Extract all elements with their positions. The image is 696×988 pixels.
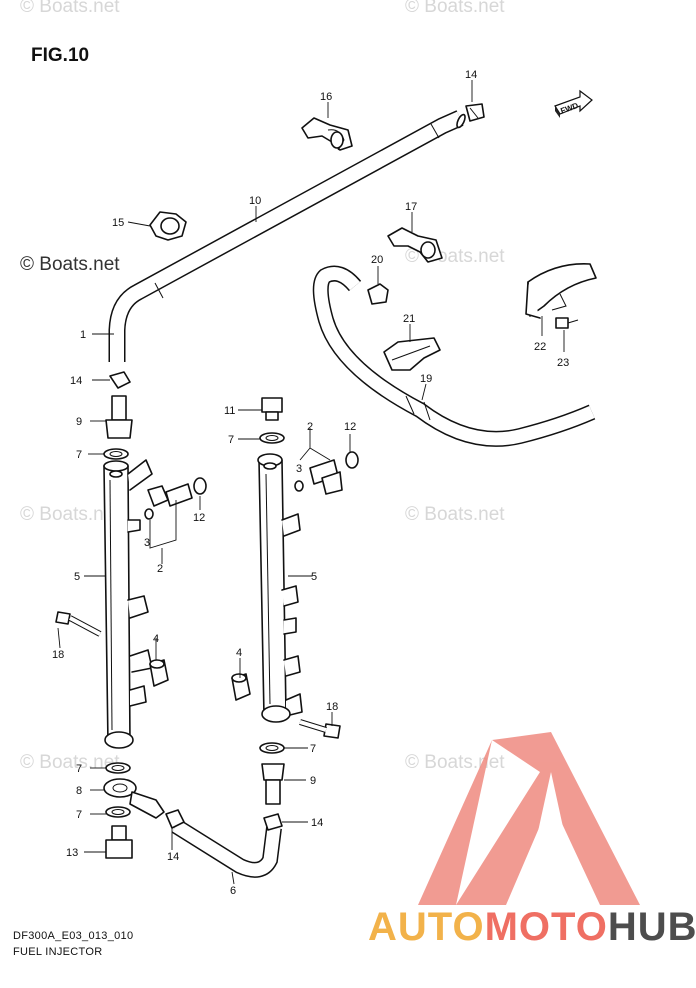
clip-20 — [367, 283, 389, 305]
watermark-left-3: © Boats.net — [20, 752, 120, 773]
banjo-fitting-8 — [103, 778, 165, 819]
callout-3-a: 3 — [144, 537, 150, 549]
callout-5-b: 5 — [311, 571, 317, 583]
callout-13: 13 — [66, 847, 78, 859]
callout-1: 1 — [80, 329, 86, 341]
callout-20: 20 — [371, 254, 383, 266]
bolt-23 — [555, 317, 579, 329]
callout-8: 8 — [76, 785, 82, 797]
injector-2-right — [294, 459, 343, 495]
spacer-4-right — [231, 673, 251, 701]
fuel-hose-6 — [171, 819, 282, 878]
callout-12-a: 12 — [193, 512, 205, 524]
banjo-bolt-13 — [105, 825, 133, 859]
callout-10: 10 — [249, 195, 261, 207]
bracket-22 — [525, 263, 597, 319]
fitting-9-left — [105, 395, 133, 439]
fitting-9-right — [261, 763, 285, 805]
callout-11: 11 — [224, 405, 235, 417]
watermark-top-right: © Boats.net — [405, 0, 505, 17]
watermark-right-2: © Boats.net — [405, 504, 505, 525]
clip-14-right — [263, 813, 283, 831]
figure-title: FIG.10 — [31, 45, 90, 66]
callout-18-a: 18 — [52, 649, 64, 661]
callout-9-a: 9 — [76, 416, 82, 428]
seal-12-right — [345, 451, 359, 469]
callout-19: 19 — [420, 373, 432, 385]
seal-12-left — [193, 477, 207, 495]
clip-14-left — [109, 371, 131, 389]
washers-7 — [103, 432, 285, 818]
clamp-16 — [301, 117, 353, 151]
callout-22: 22 — [534, 341, 546, 353]
watermark-top-left: © Boats.net — [20, 0, 120, 17]
figure-caption: FUEL INJECTOR — [13, 946, 103, 958]
logo-part-auto: AUTO — [368, 905, 485, 949]
callout-17: 17 — [405, 201, 417, 213]
callout-7-c: 7 — [76, 809, 82, 821]
bolt-18-left — [55, 611, 102, 637]
fuel-rail-left — [103, 459, 153, 749]
callout-7-b: 7 — [76, 763, 82, 775]
clamp-15 — [149, 211, 187, 241]
callout-7-d: 7 — [228, 434, 234, 446]
automotohub-logo-mark — [418, 732, 640, 905]
callout-12-b: 12 — [344, 421, 356, 433]
logo-part-moto: MOTO — [484, 905, 608, 949]
clamp-21 — [383, 337, 441, 371]
bolt-11 — [261, 397, 283, 421]
leader-lines — [57, 80, 565, 885]
automotohub-logo-text: AUTOMOTOHUB — [368, 905, 696, 950]
callout-18-b: 18 — [326, 701, 338, 713]
spacer-4-left — [149, 659, 169, 687]
callout-21: 21 — [403, 313, 415, 325]
clamp-17 — [387, 227, 443, 263]
clip-14-bottom — [165, 809, 185, 829]
fwd-arrow-icon: FWD — [554, 89, 593, 118]
callout-14-d: 14 — [465, 69, 477, 81]
callout-14-b: 14 — [167, 851, 179, 863]
fuel-hose-10 — [108, 110, 466, 362]
callout-14-c: 14 — [311, 817, 323, 829]
watermark-right-3: © Boats.net — [405, 752, 505, 773]
callout-6: 6 — [230, 885, 236, 897]
figure-code: DF300A_E03_013_010 — [13, 930, 134, 942]
injector-2-left — [144, 483, 193, 520]
clip-14-top — [465, 103, 485, 122]
callout-5-a: 5 — [74, 571, 80, 583]
callout-7-e: 7 — [310, 743, 316, 755]
callout-4-b: 4 — [236, 647, 242, 659]
watermark-left: © Boats.net — [20, 254, 120, 275]
callout-4-a: 4 — [153, 633, 159, 645]
logo-part-hub: HUB — [607, 905, 696, 949]
callout-7-a: 7 — [76, 449, 82, 461]
callout-9-b: 9 — [310, 775, 316, 787]
callout-labels: 1 14 9 7 5 7 8 7 13 18 4 3 2 12 14 6 11 … — [52, 69, 569, 897]
callout-3-b: 3 — [296, 463, 302, 475]
callout-15: 15 — [112, 217, 124, 229]
callout-23: 23 — [557, 357, 569, 369]
fuel-hose-19 — [312, 265, 596, 447]
callout-16: 16 — [320, 91, 332, 103]
callout-2-b: 2 — [307, 421, 313, 433]
bolt-18-right — [299, 719, 341, 739]
fuel-rail-right — [257, 453, 303, 723]
callout-14-a: 14 — [70, 375, 82, 387]
callout-2-a: 2 — [157, 563, 163, 575]
watermark-left-2: © Boats.net — [20, 504, 120, 525]
